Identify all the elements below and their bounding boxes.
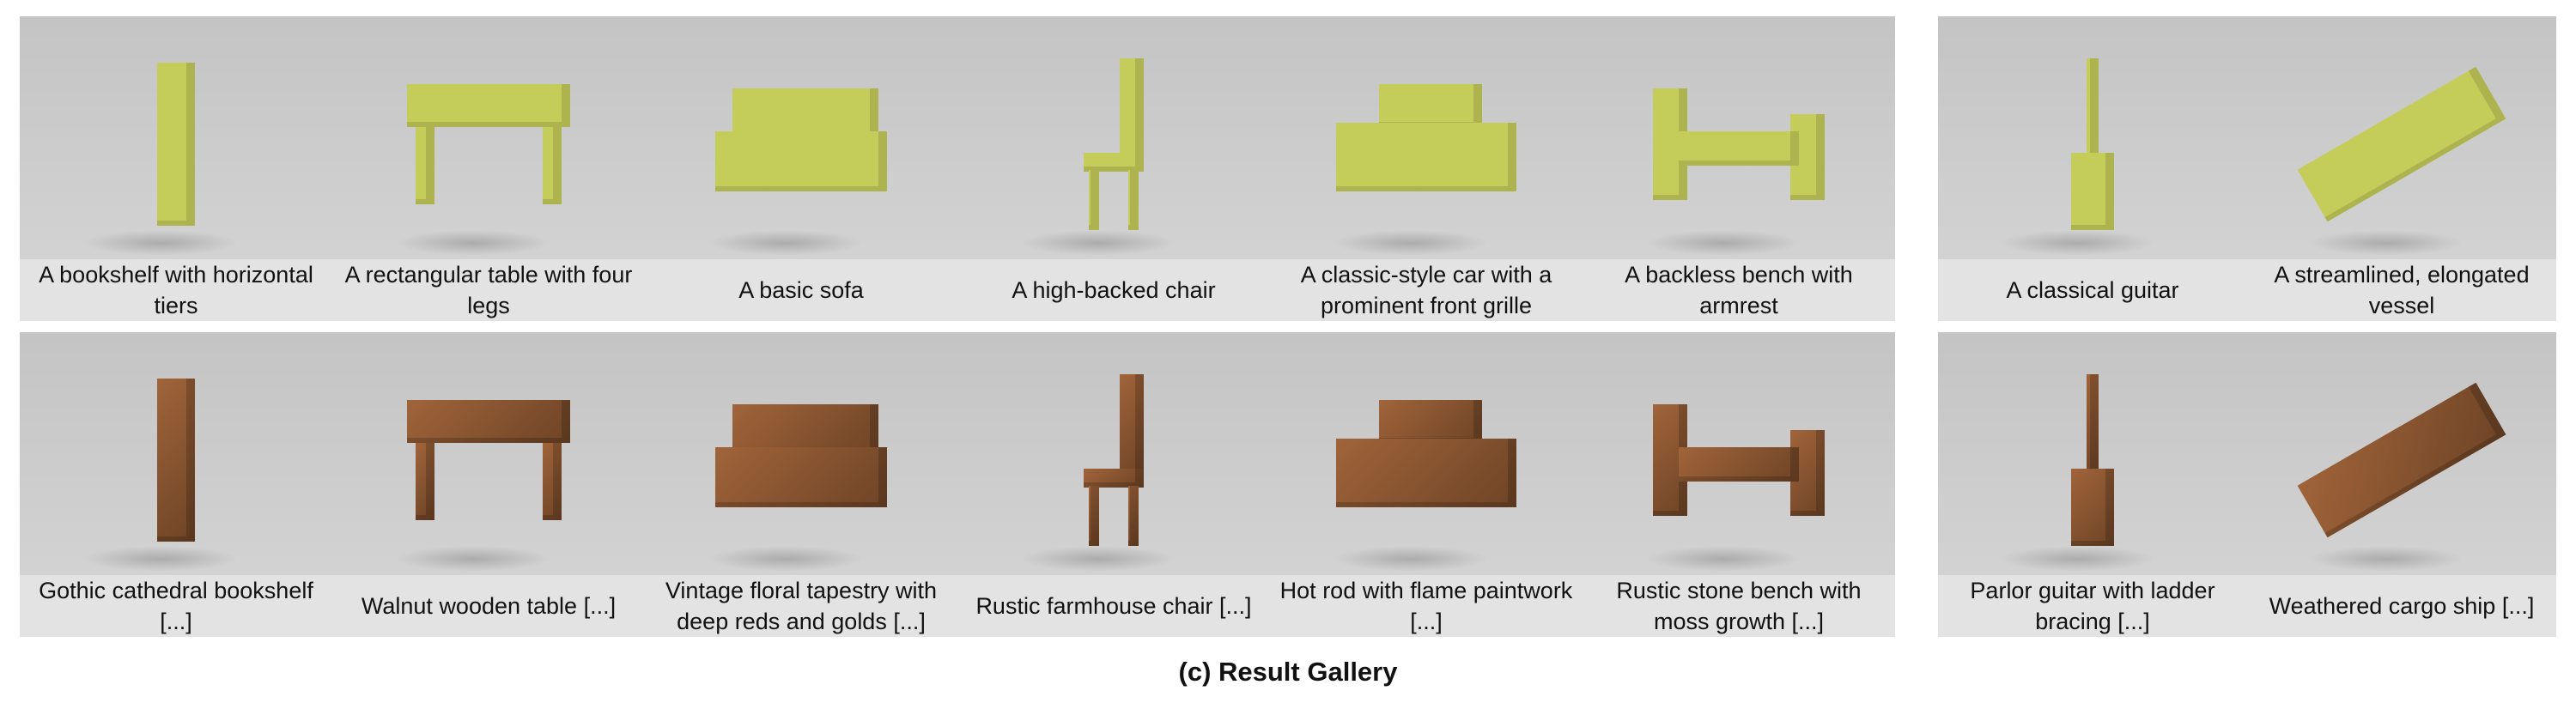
- gallery-item-guitar: Parlor guitar with ladder bracing [...]: [1938, 332, 2247, 637]
- object-shadow: [396, 545, 550, 572]
- object-shadow: [396, 229, 550, 256]
- caption: Parlor guitar with ladder bracing [...]: [1938, 575, 2247, 637]
- object-shadow: [1334, 545, 1488, 572]
- caption: Vintage floral tapestry with deep reds a…: [645, 575, 957, 637]
- object-shadow: [1021, 229, 1176, 256]
- caption: A basic sofa: [645, 259, 957, 321]
- table-render: [407, 84, 570, 205]
- caption: A high-backed chair: [957, 259, 1270, 321]
- caption: A streamlined, elongated vessel: [2247, 259, 2556, 321]
- gallery-item-ship: A streamlined, elongated vessel: [2247, 16, 2556, 321]
- object-shadow: [1646, 229, 1801, 256]
- textured-row: Gothic cathedral bookshelf [...]Walnut w…: [20, 332, 1895, 637]
- object-shadow: [83, 229, 238, 256]
- sofa-render: [715, 404, 887, 516]
- ship-render: [2297, 66, 2506, 222]
- ship-render: [2297, 382, 2506, 538]
- object-shadow: [1334, 229, 1488, 256]
- object-shadow: [2309, 545, 2464, 572]
- caption: Hot rod with flame paintwork [...]: [1270, 575, 1583, 637]
- caption: A bookshelf with horizontal tiers: [20, 259, 332, 321]
- caption: A classical guitar: [1938, 259, 2247, 321]
- gallery-item-car: Hot rod with flame paintwork [...]: [1270, 332, 1583, 637]
- caption: Walnut wooden table [...]: [332, 575, 645, 637]
- gallery-item-bench: A backless bench with armrest: [1583, 16, 1895, 321]
- gallery-item-chair: A high-backed chair: [957, 16, 1270, 321]
- object-shadow: [708, 545, 863, 572]
- sofa-render: [715, 88, 887, 200]
- caption: Gothic cathedral bookshelf [...]: [20, 575, 332, 637]
- figure-title: (c) Result Gallery: [1178, 657, 1398, 687]
- bench-render: [1653, 88, 1825, 201]
- car-render: [1336, 84, 1516, 204]
- caption: Rustic stone bench with moss growth [...…: [1583, 575, 1895, 637]
- gallery-item-sofa: Vintage floral tapestry with deep reds a…: [645, 332, 957, 637]
- object-shadow: [1021, 545, 1176, 572]
- car-render: [1336, 400, 1516, 520]
- object-shadow: [1646, 545, 1801, 572]
- bookshelf-render: [157, 379, 195, 542]
- gallery-item-bench: Rustic stone bench with moss growth [...…: [1583, 332, 1895, 637]
- chair-render: [1084, 58, 1144, 231]
- object-shadow: [708, 229, 863, 256]
- gallery-item-ship: Weathered cargo ship [...]: [2247, 332, 2556, 637]
- object-shadow: [83, 545, 238, 572]
- textured-row: Parlor guitar with ladder bracing [...]W…: [1938, 332, 2556, 637]
- caption: A classic-style car with a prominent fro…: [1270, 259, 1583, 321]
- caption: A backless bench with armrest: [1583, 259, 1895, 321]
- bench-render: [1653, 404, 1825, 517]
- gallery-item-bookshelf: Gothic cathedral bookshelf [...]: [20, 332, 332, 637]
- guitar-render: [2071, 58, 2114, 231]
- caption: A rectangular table with four legs: [332, 259, 645, 321]
- caption: Rustic farmhouse chair [...]: [957, 575, 1270, 637]
- guitar-render: [2071, 374, 2114, 547]
- object-shadow: [2309, 229, 2464, 256]
- caption: Weathered cargo ship [...]: [2247, 575, 2556, 637]
- object-shadow: [2000, 229, 2154, 256]
- bookshelf-render: [157, 63, 195, 227]
- table-render: [407, 400, 570, 521]
- gallery-item-bookshelf: A bookshelf with horizontal tiers: [20, 16, 332, 321]
- gallery-item-sofa: A basic sofa: [645, 16, 957, 321]
- chair-render: [1084, 374, 1144, 547]
- gallery-item-table: A rectangular table with four legs: [332, 16, 645, 321]
- gallery-item-guitar: A classical guitar: [1938, 16, 2247, 321]
- gallery-item-chair: Rustic farmhouse chair [...]: [957, 332, 1270, 637]
- gallery-item-table: Walnut wooden table [...]: [332, 332, 645, 637]
- object-shadow: [2000, 545, 2154, 572]
- gallery-item-car: A classic-style car with a prominent fro…: [1270, 16, 1583, 321]
